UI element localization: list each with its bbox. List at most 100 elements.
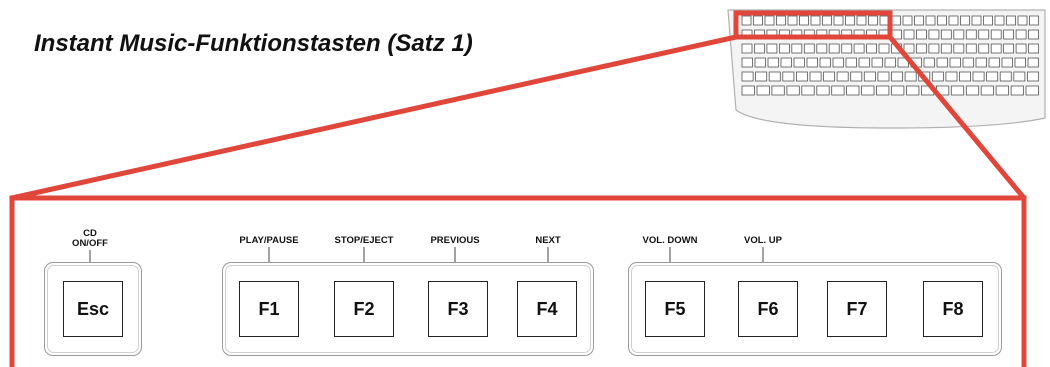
- keyboard-key-1-20: [990, 29, 1002, 40]
- keyboard-key-4-11: [891, 71, 904, 82]
- key-f5[interactable]: F5: [645, 281, 705, 337]
- keyboard-key-4-4: [796, 71, 808, 82]
- callout-line-left: [11, 34, 737, 201]
- keyboard-key-2-13: [903, 43, 915, 54]
- keyboard-key-3-4: [793, 57, 805, 68]
- keyboard-key-5-19: [1025, 85, 1039, 96]
- keyboard-key-5-10: [891, 85, 905, 96]
- keyboard-key-4-16: [959, 71, 972, 82]
- keyboard-key-2-6: [816, 43, 828, 54]
- key-esc[interactable]: Esc: [63, 281, 123, 337]
- keyboard-key-3-20: [1001, 57, 1013, 68]
- keyboard-key-3-19: [988, 57, 1000, 68]
- keyboard-key-1-17: [953, 29, 965, 40]
- keyboard-key-5-18: [1010, 85, 1024, 96]
- keyboard-key-3-3: [780, 57, 792, 68]
- key-f3[interactable]: F3: [428, 281, 488, 337]
- keyboard-key-3-9: [858, 57, 870, 68]
- keyboard-key-5-6: [831, 85, 845, 96]
- keyboard-key-5-14: [950, 85, 965, 96]
- keyboard-key-2-2: [766, 43, 778, 54]
- keyboard-key-5-4: [801, 85, 815, 96]
- keyboard-key-2-17: [953, 43, 965, 54]
- keyboard-key-0-5: [799, 15, 809, 26]
- keyboard-key-2-7: [828, 43, 840, 54]
- keyboard-key-2-9: [853, 43, 865, 54]
- keyboard-key-2-22: [1015, 43, 1027, 54]
- keyboard-key-0-10: [856, 15, 867, 26]
- keyboard-key-5-2: [771, 85, 785, 96]
- keyboard-key-0-3: [776, 15, 786, 26]
- key-f6[interactable]: F6: [738, 281, 798, 337]
- keyboard-key-4-10: [877, 71, 890, 82]
- keyboard-key-2-20: [990, 43, 1002, 54]
- keyboard-key-4-19: [999, 71, 1012, 82]
- keyboard-key-0-22: [994, 15, 1005, 26]
- keyboard-key-2-23: [1028, 43, 1039, 54]
- keyboard-key-0-16: [925, 15, 936, 26]
- keyboard-key-5-5: [816, 85, 830, 96]
- keyboard-key-2-3: [779, 43, 790, 54]
- keyboard-key-1-22: [1015, 29, 1027, 40]
- keyboard-key-3-14: [923, 57, 935, 68]
- label-f5: VOL. DOWN: [642, 235, 698, 246]
- keyboard-key-4-3: [782, 71, 795, 82]
- keyboard-key-2-19: [978, 43, 990, 54]
- key-f7[interactable]: F7: [827, 281, 887, 337]
- keyboard-key-2-16: [940, 43, 952, 54]
- keyboard-key-2-10: [866, 43, 877, 54]
- keyboard-key-5-8: [861, 85, 875, 96]
- key-f8[interactable]: F8: [923, 281, 983, 337]
- keyboard-key-4-12: [904, 71, 917, 82]
- keyboard-key-3-11: [884, 57, 896, 68]
- callout-line-right: [888, 35, 1026, 200]
- key-f4[interactable]: F4: [517, 281, 577, 337]
- keyboard-key-2-0: [741, 43, 753, 54]
- keyboard-key-2-4: [791, 43, 803, 54]
- label-f1: PLAY/PAUSE: [239, 235, 299, 246]
- keyboard-key-3-18: [975, 57, 987, 68]
- keyboard-key-0-1: [753, 15, 763, 26]
- keyboard-key-1-15: [928, 29, 940, 40]
- keyboard-key-3-17: [962, 57, 974, 68]
- keyboard-key-0-21: [983, 15, 993, 26]
- keyboard-key-4-9: [863, 71, 876, 82]
- keyboard-key-0-18: [948, 15, 959, 26]
- keyboard-key-3-16: [949, 57, 961, 68]
- key-f1[interactable]: F1: [239, 281, 299, 337]
- keyboard-key-5-15: [965, 85, 980, 96]
- label-f2: STOP/EJECT: [334, 235, 394, 246]
- keyboard-key-4-15: [945, 71, 958, 82]
- keyboard-key-0-11: [868, 15, 878, 26]
- keyboard-key-0-23: [1006, 15, 1016, 26]
- keyboard-key-1-19: [978, 29, 990, 40]
- key-f2[interactable]: F2: [334, 281, 394, 337]
- keyboard-key-4-0: [741, 71, 754, 82]
- label-esc: CD ON/OFF: [72, 229, 108, 249]
- label-esc-line2: ON/OFF: [72, 238, 108, 249]
- keyboard-key-5-1: [756, 85, 770, 96]
- keyboard-key-3-22: [1027, 57, 1039, 68]
- keyboard-key-1-21: [1003, 29, 1014, 40]
- keyboard-key-5-11: [906, 85, 920, 96]
- enlarged-frame: [9, 195, 1027, 367]
- callout-highlight-box: [733, 10, 893, 40]
- keyboard-key-1-14: [916, 29, 927, 40]
- keyboard-key-3-1: [754, 57, 766, 68]
- keyboard-key-2-18: [965, 43, 977, 54]
- keyboard-key-4-7: [836, 71, 849, 82]
- keyboard-key-0-0: [741, 15, 752, 26]
- keyboard-key-5-16: [980, 85, 995, 96]
- keyboard-key-0-9: [845, 15, 855, 26]
- keyboard-key-2-21: [1003, 43, 1014, 54]
- keyboard-key-0-25: [1029, 15, 1039, 26]
- keyboard-key-1-18: [965, 29, 977, 40]
- keyboard-key-5-17: [995, 85, 1009, 96]
- keyboard-key-0-6: [810, 15, 821, 26]
- keyboard-key-0-19: [960, 15, 970, 26]
- keyboard-key-4-8: [850, 71, 863, 82]
- label-esc-line1: CD: [83, 228, 97, 239]
- keyboard-key-1-13: [903, 29, 915, 40]
